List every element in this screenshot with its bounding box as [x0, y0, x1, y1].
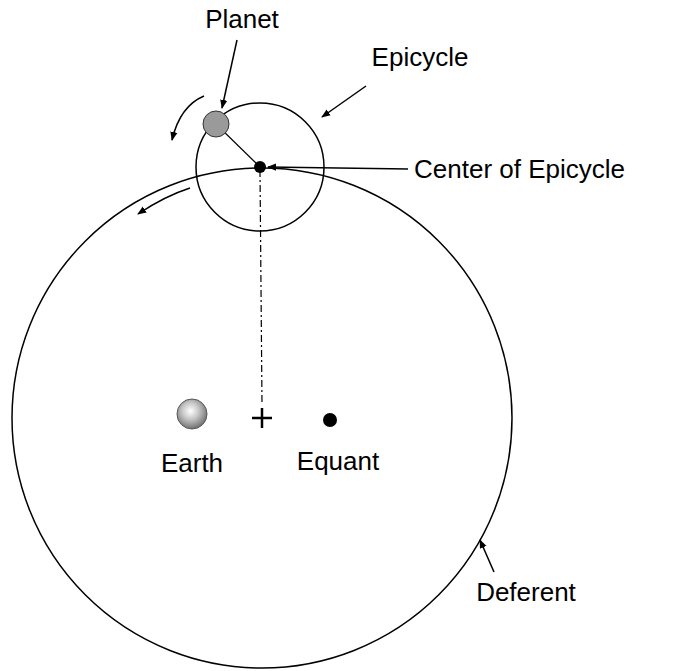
equant-dot	[323, 413, 337, 427]
dash-dot-radius	[260, 170, 262, 404]
epicycle-center-dot	[254, 161, 266, 173]
leader-arrow	[322, 86, 366, 117]
part-label: Equant	[297, 448, 379, 474]
planet-symbol	[203, 111, 229, 137]
part-label: Epicycle	[372, 44, 469, 70]
leader-arrow	[268, 167, 408, 169]
part-label: Center of Epicycle	[414, 156, 625, 182]
center-cross	[252, 408, 272, 428]
part-label: Earth	[161, 450, 223, 476]
part-label: Deferent	[476, 579, 576, 605]
part-label: Planet	[205, 6, 279, 32]
leader-arrow	[480, 540, 494, 572]
motion-arrow	[172, 96, 204, 140]
earth-symbol	[177, 399, 207, 429]
deferent-circle	[12, 168, 512, 668]
motion-arrow	[138, 188, 190, 214]
leader-arrow	[222, 40, 237, 108]
